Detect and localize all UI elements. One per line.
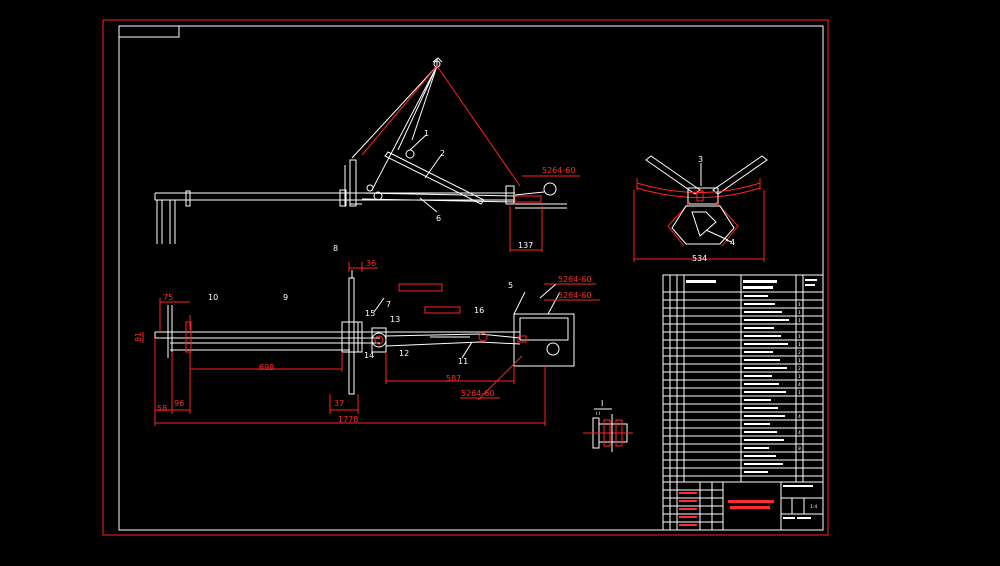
spec-row-name (744, 463, 783, 465)
dim-37: 37 (334, 399, 344, 408)
dim-81: 81 (134, 332, 143, 342)
spec-row-name (744, 295, 768, 297)
main-view (142, 262, 600, 426)
outer-frame (102, 19, 829, 536)
spec-row-name (744, 423, 770, 425)
spec-row-qty: 1 (798, 374, 801, 380)
spec-row-name (744, 303, 775, 305)
spec-row-name (744, 367, 787, 369)
spec-row-qty: 1 (798, 334, 801, 340)
section-sub: I I (596, 411, 600, 417)
spec-row-qty: 8 (798, 446, 801, 452)
spec-row-name (744, 375, 772, 377)
spec-row-qty: 2 (798, 350, 801, 356)
spec-row-name (744, 383, 779, 385)
spec-row-qty: 1 (798, 390, 801, 396)
spec-row-name (744, 399, 771, 401)
callout-6: 6 (436, 214, 441, 223)
spec-row-qty: 4 (798, 382, 801, 388)
title-scale: 1:4 (810, 504, 817, 510)
callout-4: 4 (730, 238, 735, 247)
section-label: I (601, 399, 603, 408)
callout-13: 13 (390, 315, 400, 324)
spec-row-qty: 4 (798, 430, 801, 436)
dim-58: 58 (157, 404, 167, 413)
dim-offset-2: 5264-60 (558, 291, 591, 300)
spec-row-qty: 1 (798, 358, 801, 364)
callout-16: 16 (474, 306, 484, 315)
spec-row-name (744, 335, 781, 337)
spec-table: 1 1 1 1 1 2 1 2 1 4 1 4 4 8 (662, 274, 824, 483)
callout-2: 2 (440, 149, 445, 158)
callout-9: 9 (283, 293, 288, 302)
spec-row-name (744, 431, 777, 433)
spec-row-name (744, 447, 769, 449)
callout-8: 8 (333, 244, 338, 253)
spec-row-name (744, 391, 786, 393)
top-view (154, 57, 580, 252)
corner-stamp (118, 25, 180, 38)
callout-10: 10 (208, 293, 218, 302)
dim-top-width: 137 (518, 241, 533, 250)
spec-row-name (744, 311, 782, 313)
spec-row-qty: 1 (798, 310, 801, 316)
spec-row-qty: 1 (798, 342, 801, 348)
callout-3: 3 (698, 155, 703, 164)
dim-698: 698 (259, 363, 274, 372)
callout-12: 12 (399, 349, 409, 358)
dim-offset-1: 5264-60 (558, 275, 591, 284)
spec-row-name (744, 415, 785, 417)
callout-11: 11 (458, 357, 468, 366)
dim-top-offset: 5264-60 (542, 166, 575, 175)
section-detail (583, 408, 633, 452)
callout-1: 1 (424, 129, 429, 138)
dim-75: 75 (163, 293, 173, 302)
spec-row-qty: 4 (798, 414, 801, 420)
spec-row-name (744, 455, 776, 457)
spec-row-name (744, 319, 789, 321)
spec-row-name (744, 327, 774, 329)
spec-row-name (744, 351, 773, 353)
dim-96: 96 (174, 399, 184, 408)
callout-5: 5 (508, 281, 513, 290)
title-block (662, 481, 824, 531)
spec-row-name (744, 407, 778, 409)
spec-row-qty: 1 (798, 302, 801, 308)
dim-side-width: 534 (692, 254, 707, 263)
spec-row-qty: 1 (798, 318, 801, 324)
side-view (633, 155, 768, 262)
spec-row-qty: 2 (798, 366, 801, 372)
spec-row-name (744, 471, 768, 473)
callout-14: 14 (364, 351, 374, 360)
dim-587: 587 (446, 374, 461, 383)
inner-frame (118, 25, 824, 531)
spec-row-name (744, 359, 780, 361)
callout-7: 7 (386, 300, 391, 309)
spec-row-name (744, 343, 788, 345)
dim-offset-3: 5264-60 (461, 389, 494, 398)
dim-36: 36 (366, 259, 376, 268)
callout-15: 15 (365, 309, 375, 318)
spec-row-name (744, 439, 784, 441)
dim-1778: 1778 (338, 415, 358, 424)
